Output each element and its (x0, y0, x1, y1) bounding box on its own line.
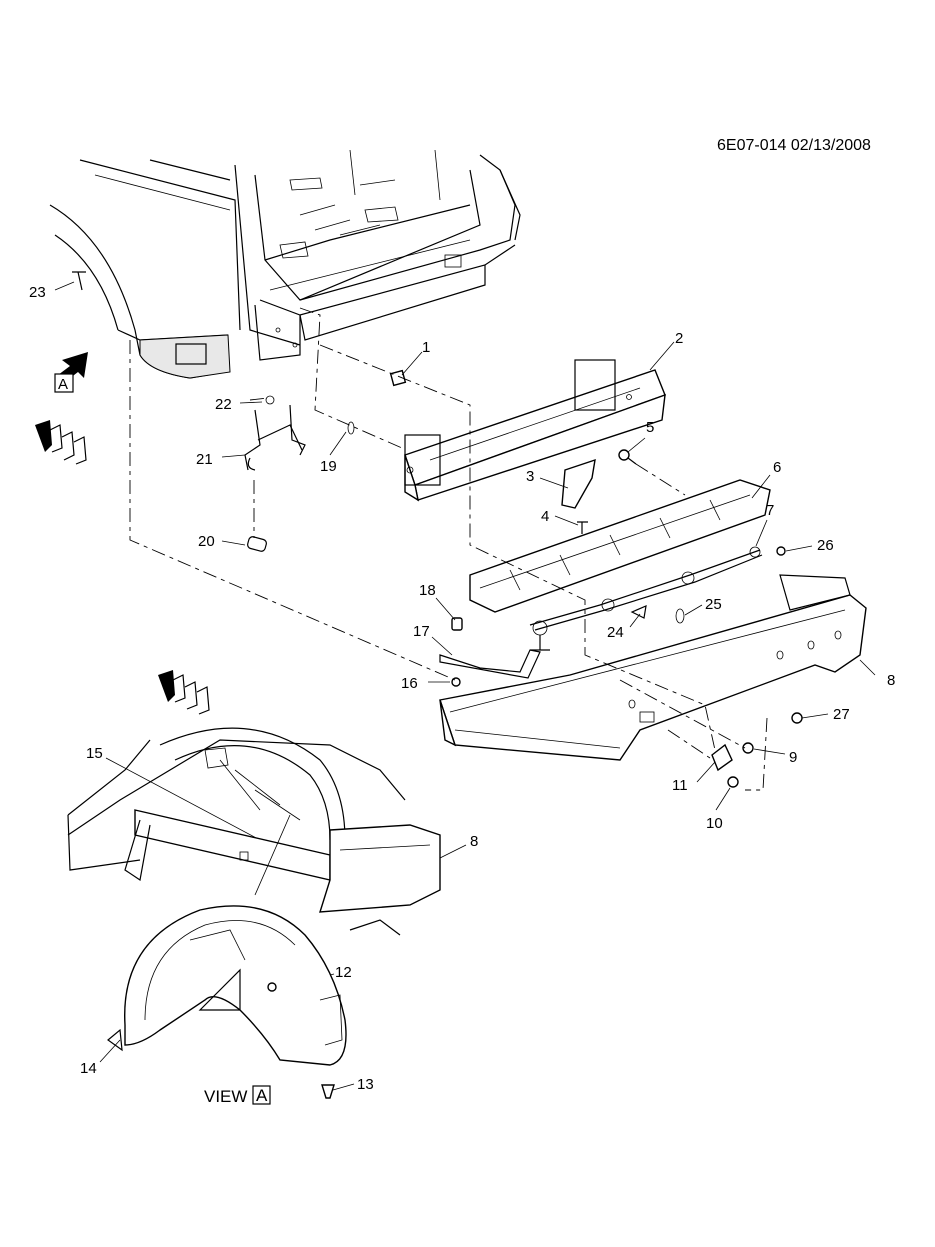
view-a-arrow-marker: A (54, 352, 88, 393)
callout-24: 24 (607, 624, 624, 641)
nut-part-27 (791, 712, 803, 724)
callout-26: 26 (817, 537, 834, 554)
view-a-wheelhouse (67, 727, 441, 1099)
sensor-part-11 (711, 743, 733, 772)
retainer-part-12 (267, 982, 277, 992)
nut-part-9 (742, 742, 754, 754)
callout-18: 18 (419, 582, 436, 599)
callout-6: 6 (773, 459, 781, 476)
nut-part-26 (776, 546, 786, 556)
bracket-part-17 (439, 649, 541, 679)
callout-11: 11 (672, 777, 688, 794)
front-direction-icon (35, 420, 87, 465)
callout-numbers: 1 2 3 4 5 6 7 26 25 24 8 27 9 11 10 18 1… (29, 284, 895, 1093)
callout-2: 2 (675, 330, 683, 347)
callout-12: 12 (335, 964, 352, 981)
retainer-part-13 (321, 1084, 335, 1099)
callout-8-view-a: 8 (470, 833, 478, 850)
energy-absorber (469, 479, 771, 613)
view-marker-letter: A (58, 376, 68, 393)
callout-15: 15 (86, 745, 103, 762)
nut-part-25 (675, 608, 685, 624)
callout-27: 27 (833, 706, 850, 723)
callout-16: 16 (401, 675, 418, 692)
callout-25: 25 (705, 596, 722, 613)
callout-19: 19 (320, 458, 337, 475)
wire-bracket-assembly (72, 271, 355, 552)
bracket-part-3 (561, 458, 596, 534)
callout-1: 1 (422, 339, 430, 356)
callout-leaders (54, 281, 876, 1091)
bolt-part-10 (727, 776, 739, 788)
view-a-label: VIEW A (204, 1085, 271, 1106)
leader-guide-lines (129, 307, 768, 791)
callout-3: 3 (526, 468, 534, 485)
bolt-part-5 (618, 449, 637, 465)
callout-21: 21 (196, 451, 213, 468)
callout-4: 4 (541, 508, 549, 525)
vehicle-rear-body (49, 149, 521, 379)
callout-17: 17 (413, 623, 430, 640)
callout-22: 22 (215, 396, 232, 413)
callout-13: 13 (357, 1076, 374, 1093)
wiring-harness (529, 546, 763, 651)
bumper-fascia (439, 574, 867, 761)
retainer-part-1 (389, 369, 407, 387)
view-label-letter: A (256, 1086, 268, 1105)
callout-23: 23 (29, 284, 46, 301)
front-direction-icon-lower (158, 670, 210, 715)
callout-9: 9 (789, 749, 797, 766)
callout-20: 20 (198, 533, 215, 550)
callout-5: 5 (646, 419, 654, 436)
callout-8: 8 (887, 672, 895, 689)
callout-10: 10 (706, 815, 723, 832)
callout-7: 7 (766, 502, 774, 519)
diagram-code: 6E07-014 02/13/2008 (717, 137, 871, 154)
impact-bar (404, 359, 666, 502)
clip-part-24 (630, 605, 647, 619)
view-label-text: VIEW (204, 1087, 247, 1106)
callout-14: 14 (80, 1060, 97, 1077)
clip-part-18 (451, 617, 463, 631)
